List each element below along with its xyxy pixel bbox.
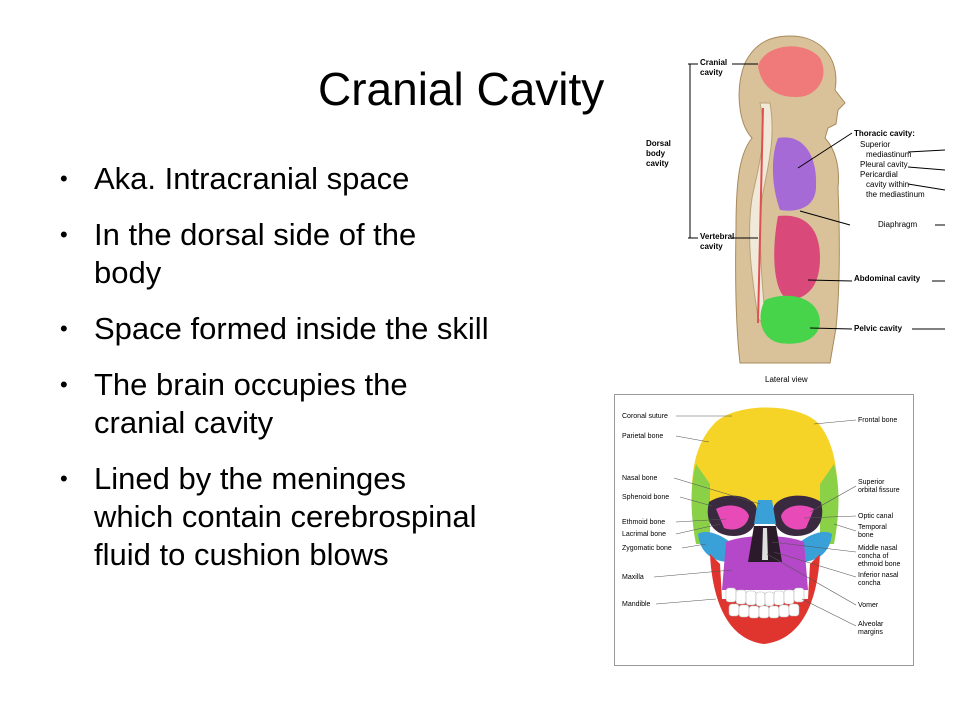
skull-label-left: Lacrimal bone <box>622 531 666 538</box>
skull-label-left: Nasal bone <box>622 475 658 482</box>
label-thoracic-cavity: Thoracic cavity: <box>854 129 915 138</box>
bullet-dot-icon: • <box>60 222 68 247</box>
bullet-dot-icon: • <box>60 166 68 191</box>
label-thoracic-subitems: Superior mediastinum Pleural cavity Peri… <box>860 140 925 199</box>
skull-label-left: Sphenoid bone <box>622 494 669 501</box>
skull-label-frontal: Frontal bone <box>858 417 897 424</box>
label-diaphragm: Diaphragm <box>878 220 917 229</box>
skull-label-left: Coronal suture <box>622 413 668 420</box>
skull-figure: Coronal suture Parietal bone Nasal bone … <box>614 394 914 666</box>
skull-label-left: Maxilla <box>622 574 644 581</box>
bullet-dot-icon: • <box>60 466 68 491</box>
bullet-item: •Space formed inside the skill <box>60 311 489 346</box>
skull-label-vomer: Vomer <box>858 602 879 609</box>
bullet-item: •Aka. Intracranial space <box>60 161 410 196</box>
label-pelvic-cavity: Pelvic cavity <box>854 324 903 333</box>
bullet-list: •Aka. Intracranial space •In the dorsal … <box>60 160 600 592</box>
skull-label-left: Ethmoid bone <box>622 519 665 526</box>
figure-caption: Lateral view <box>765 375 808 384</box>
skull-label-optic: Optic canal <box>858 513 893 520</box>
skull-label-left: Zygomatic bone <box>622 545 672 552</box>
skull-label-left: Mandible <box>622 601 651 608</box>
bullet-dot-icon: • <box>60 316 68 341</box>
label-abdominal-cavity: Abdominal cavity <box>854 274 921 283</box>
bullet-dot-icon: • <box>60 372 68 397</box>
skull-label-left: Parietal bone <box>622 433 663 440</box>
slide-title: Cranial Cavity <box>318 63 605 115</box>
